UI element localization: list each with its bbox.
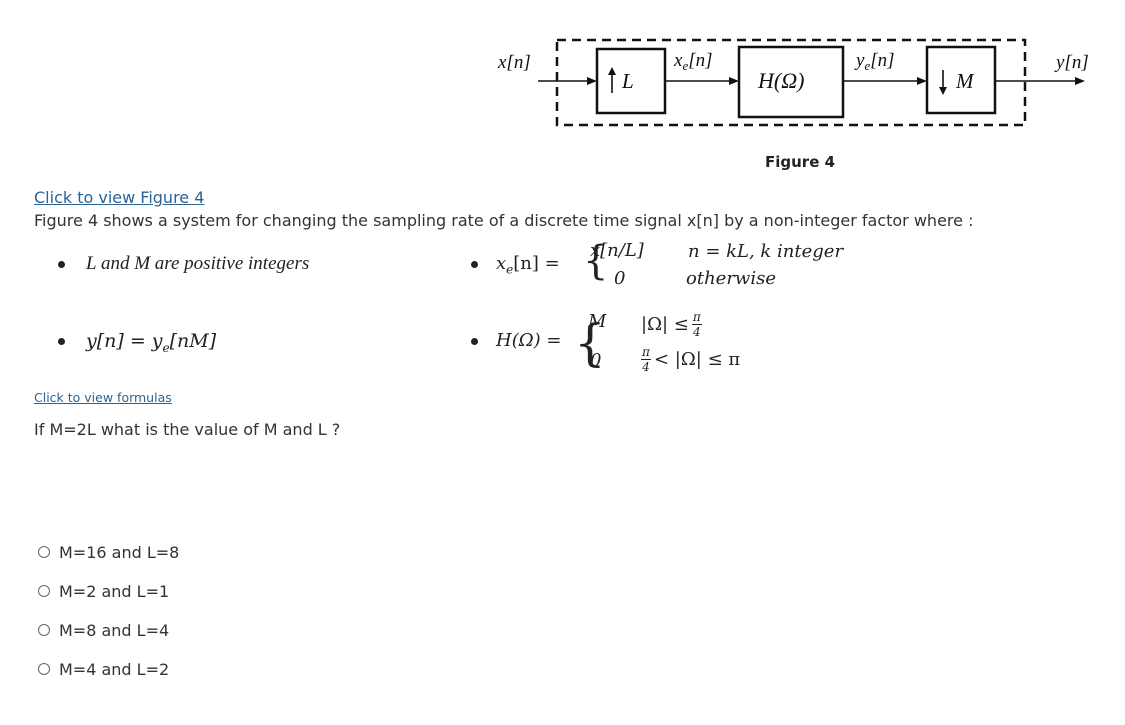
answer-option[interactable]: M=16 and L=8 (38, 541, 179, 563)
downsampler-box (925, 45, 997, 115)
filter-case2-value: 0 (590, 350, 602, 371)
xe-case1-value: x[n/L] (590, 240, 644, 261)
bullet-dot (471, 338, 478, 345)
option-label: M=16 and L=8 (59, 542, 180, 562)
answer-option[interactable]: M=8 and L=4 (38, 619, 169, 641)
input-label: x[n] (497, 52, 531, 73)
dashed-system-boundary (555, 38, 1027, 127)
xe-definition-lhs: xe[n] = (496, 253, 560, 277)
figure-caption: Figure 4 (765, 153, 836, 171)
radio-button[interactable] (38, 624, 50, 636)
option-label: M=2 and L=1 (59, 581, 170, 601)
xe-case1-condition: n = kL, k integer (688, 241, 844, 262)
question-text: If M=2L what is the value of M and L ? (34, 420, 341, 439)
xe-case2-condition: otherwise (686, 268, 776, 289)
radio-button[interactable] (38, 663, 50, 675)
ye-signal-label: ye[n] (854, 50, 895, 73)
view-formulas-link[interactable]: Click to view formulas (34, 390, 172, 405)
radio-button[interactable] (38, 546, 50, 558)
output-label: y[n] (1054, 52, 1089, 73)
filter-brace: { (574, 314, 606, 372)
option-label: M=8 and L=4 (59, 620, 170, 640)
down-arrowhead-icon (939, 87, 947, 95)
xe-brace: { (583, 238, 609, 284)
problem-description: Figure 4 shows a system for changing the… (34, 211, 974, 230)
yn-definition: y[n] = ye[nM] (86, 330, 217, 355)
radio-button[interactable] (38, 585, 50, 597)
option-label: M=4 and L=2 (59, 659, 170, 679)
downsampler-label: M (955, 69, 975, 93)
xe-case2-value: 0 (614, 268, 626, 289)
output-arrowhead (1075, 77, 1085, 85)
answer-option[interactable]: M=2 and L=1 (38, 580, 169, 602)
ye-arrowhead (917, 77, 927, 85)
bullet-dot (58, 261, 65, 268)
filter-label: H(Ω) (757, 68, 804, 93)
filter-case1-value: M (588, 311, 607, 332)
filter-definition-lhs: H(Ω) = (496, 330, 562, 351)
answer-option[interactable]: M=4 and L=2 (38, 658, 169, 680)
xe-arrowhead (729, 77, 739, 85)
bullet-positive-integers: L and M are positive integers (86, 253, 310, 274)
view-figure-link[interactable]: Click to view Figure 4 (34, 188, 205, 207)
bullet-dot (471, 261, 478, 268)
bullet-dot (58, 338, 65, 345)
xe-signal-label: xe[n] (673, 50, 713, 73)
up-arrowhead-icon (608, 67, 616, 75)
filter-box (737, 45, 845, 119)
upsampler-label: L (621, 69, 634, 93)
input-arrowhead (587, 77, 597, 85)
block-diagram: x[n] L xe[n] H(Ω) ye[n] M y[n] (497, 38, 1089, 127)
